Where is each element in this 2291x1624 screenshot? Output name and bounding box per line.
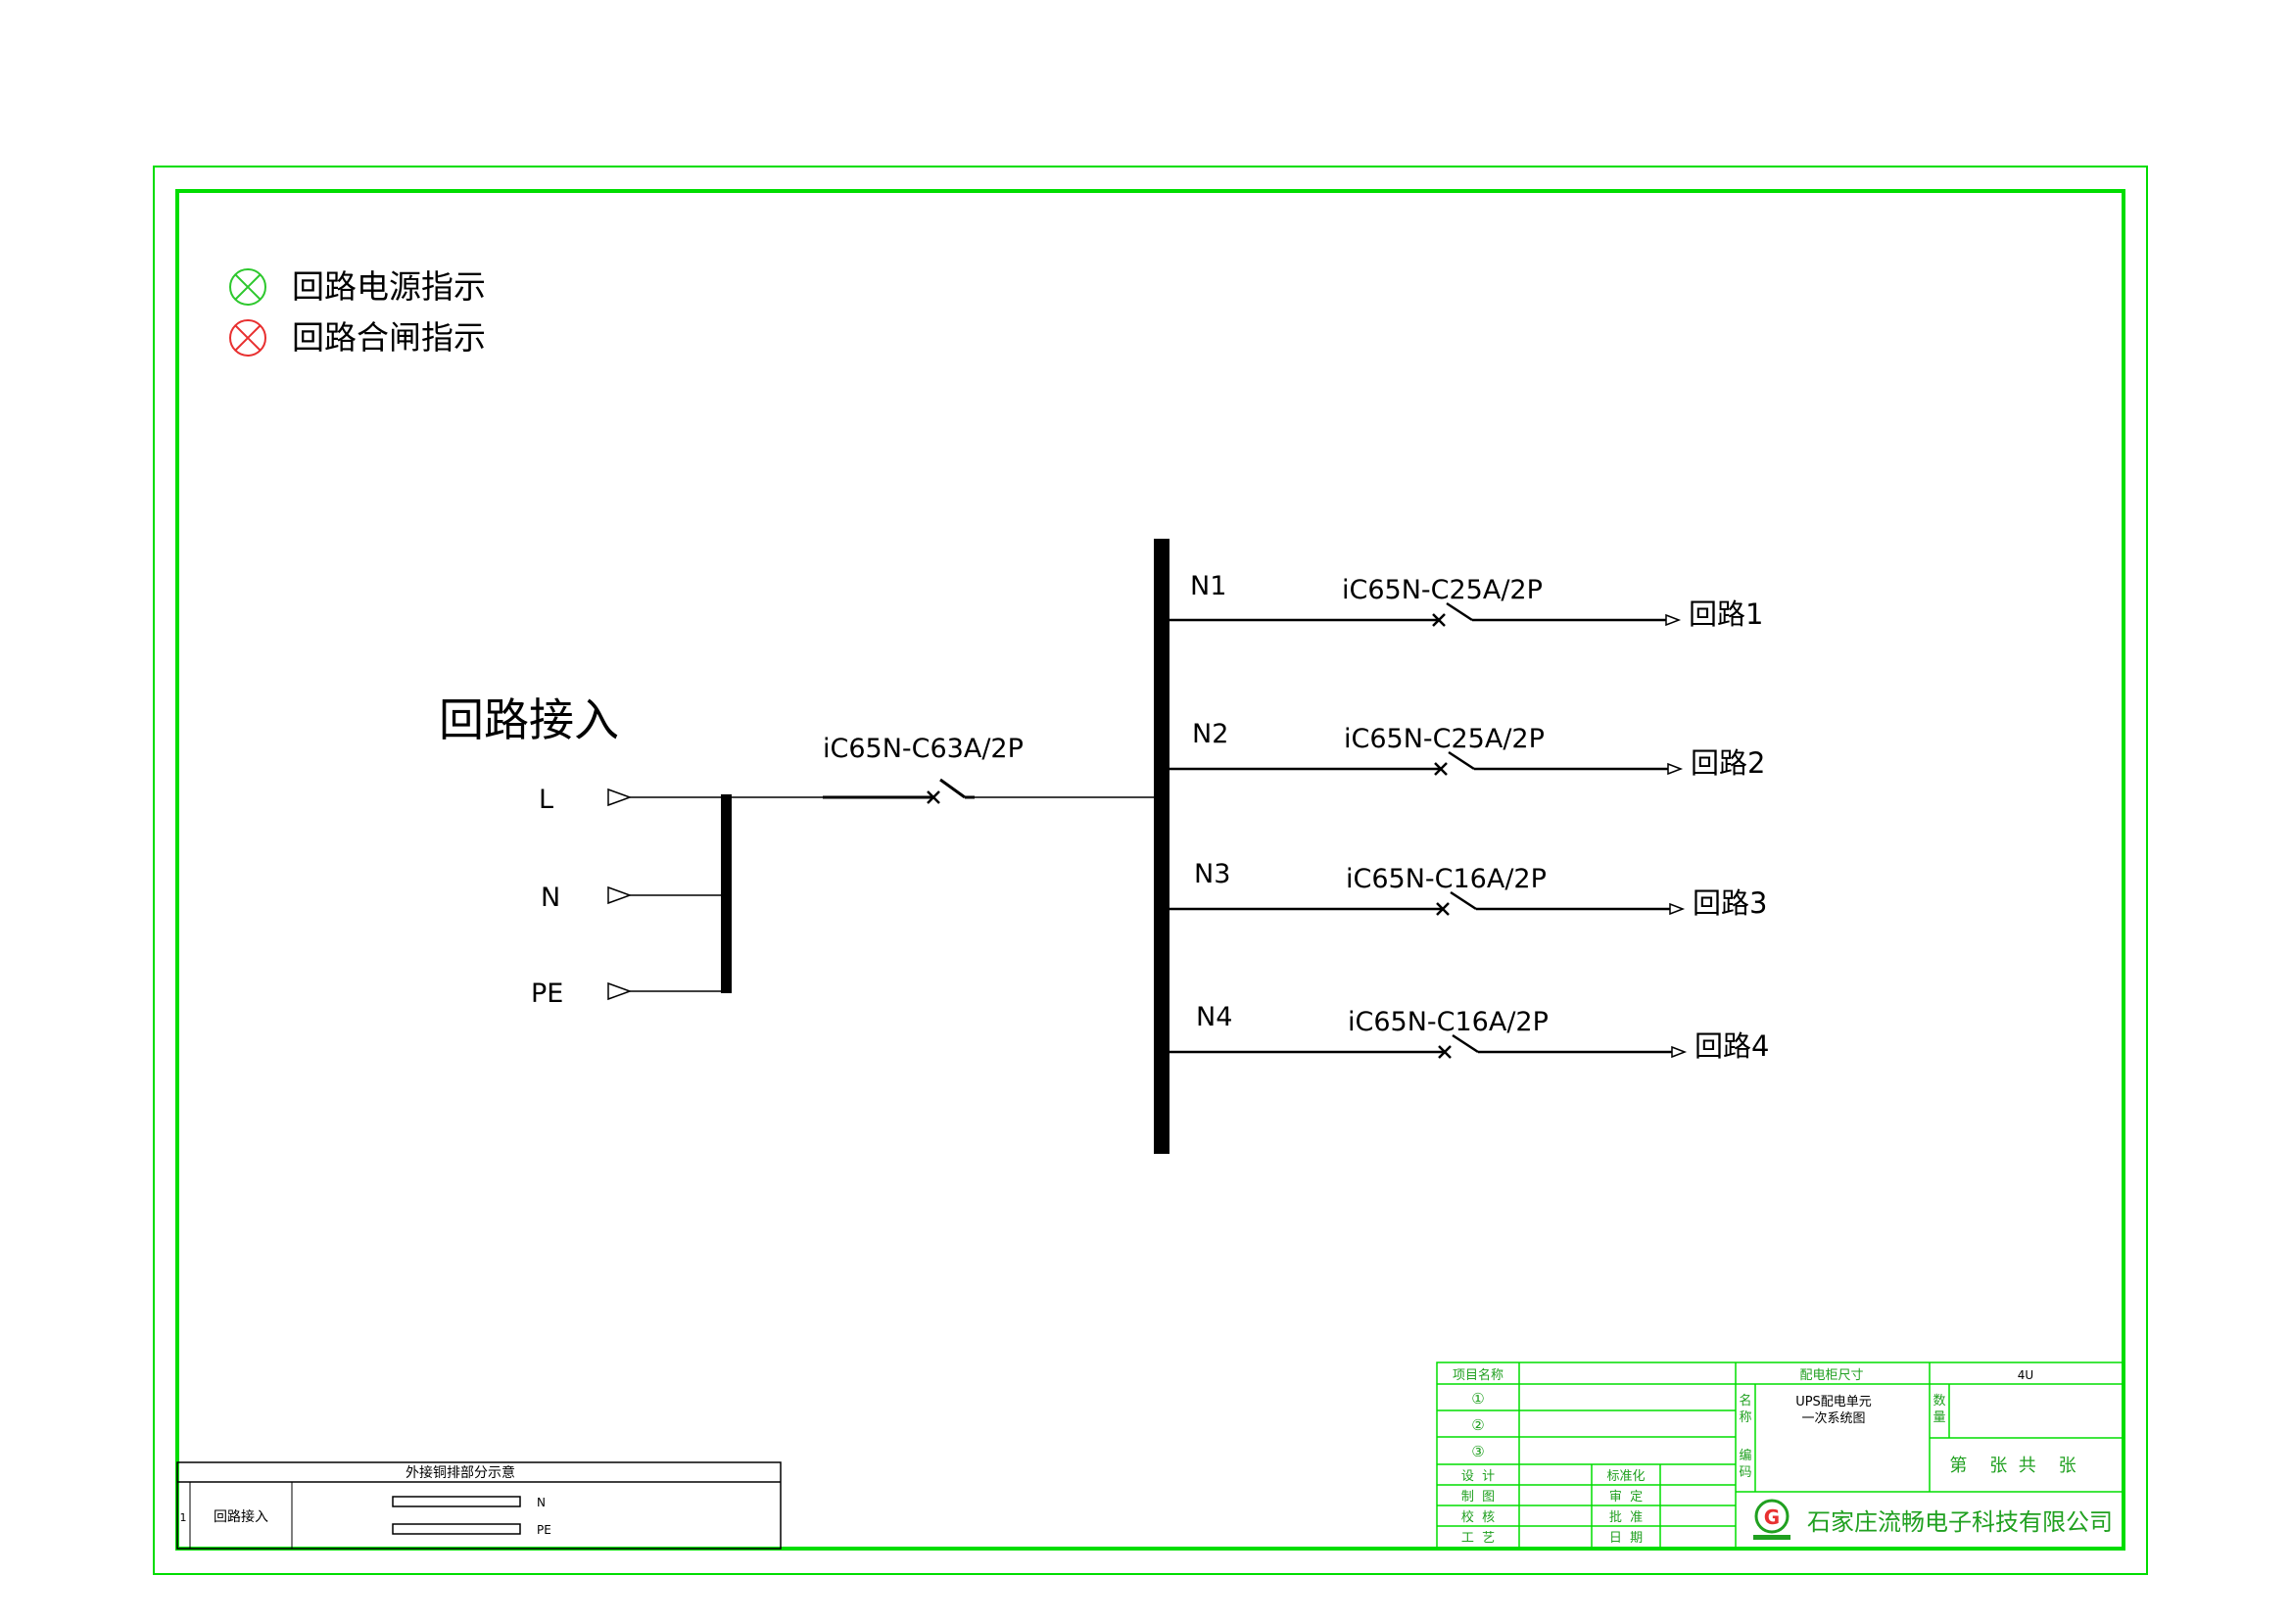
terminal-l-arrow-icon (607, 788, 633, 807)
tb-rev-mark-1: ① (1471, 1390, 1484, 1408)
busbar-n-bar (392, 1496, 521, 1507)
tb-rev-mark-2: ② (1471, 1416, 1484, 1434)
branch-3-breaker-x-icon (1436, 902, 1450, 916)
branch-3-breaker-label: iC65N-C16A/2P (1346, 864, 1547, 894)
branch-3-output-label: 回路3 (1693, 886, 1767, 920)
branch-1-n-label: N1 (1190, 571, 1226, 601)
branch-1: N1 iC65N-C25A/2P 回路1 (1169, 571, 1763, 631)
tb-code-label-1: 编 (1739, 1449, 1751, 1463)
outer-frame (153, 166, 2148, 1575)
terminal-n-label: N (541, 883, 560, 913)
busbar-table-row-name: 回路接入 (214, 1508, 268, 1525)
branch-1-arrow-icon (1665, 613, 1682, 627)
tb-code-label-2: 码 (1739, 1465, 1751, 1480)
branch-2-n-label: N2 (1192, 719, 1228, 749)
main-breaker-x-icon (927, 790, 940, 804)
branch-1-breaker-label: iC65N-C25A/2P (1342, 575, 1543, 605)
distribution-busbar (1154, 539, 1169, 1154)
branch-2-output-label: 回路2 (1691, 746, 1765, 780)
branch-1-output-label: 回路1 (1689, 597, 1763, 631)
tb-role-check: 校 核 (1461, 1509, 1495, 1525)
main-breaker-label: iC65N-C63A/2P (823, 734, 1024, 764)
legend: 回路电源指示 回路合闸指示 (229, 267, 486, 357)
tb-cabinet-size-label: 配电柜尺寸 (1799, 1368, 1863, 1383)
branch-2-arrow-icon (1667, 762, 1684, 776)
tb-role-draw: 制 图 (1461, 1490, 1495, 1505)
tb-project-name-label: 项目名称 (1453, 1367, 1503, 1383)
branch-4-breaker-label: iC65N-C16A/2P (1348, 1007, 1549, 1037)
terminal-n-arrow-icon (607, 885, 633, 905)
busbar-table: 外接铜排部分示意 1 回路接入 N PE (176, 1461, 782, 1550)
tb-name-label-1: 名 (1739, 1393, 1751, 1409)
tb-role-review: 审 定 (1609, 1490, 1643, 1505)
tb-name-label-2: 称 (1739, 1410, 1751, 1425)
branch-2: N2 iC65N-C25A/2P 回路2 (1169, 719, 1765, 780)
branch-4-output-label: 回路4 (1694, 1029, 1769, 1063)
tb-drawing-name-2: 一次系统图 (1801, 1410, 1865, 1426)
main-breaker-blade (939, 778, 966, 799)
red-indicator-icon (229, 319, 266, 357)
green-indicator-icon (229, 268, 266, 306)
busbar-n-label: N (537, 1496, 546, 1509)
legend-closing-label: 回路合闸指示 (292, 318, 486, 357)
tb-cabinet-size-value: 4U (2018, 1368, 2033, 1382)
busbar-pe-bar (392, 1523, 521, 1535)
tb-company-name: 石家庄流畅电子科技有限公司 (1807, 1508, 2113, 1536)
branch-3-arrow-icon (1669, 902, 1686, 916)
terminal-l-label: L (539, 785, 553, 815)
branch-4-breaker-x-icon (1438, 1045, 1452, 1059)
inner-frame (175, 189, 2125, 1551)
tb-role-date: 日 期 (1609, 1531, 1643, 1546)
tb-role-standard: 标准化 (1606, 1469, 1645, 1484)
legend-power-label: 回路电源指示 (292, 267, 486, 306)
terminal-pe-arrow-icon (607, 981, 633, 1001)
branch-2-breaker-x-icon (1434, 762, 1448, 776)
branch-3-n-label: N3 (1194, 859, 1230, 889)
branch-4-arrow-icon (1671, 1045, 1688, 1059)
branch-1-breaker-x-icon (1432, 613, 1446, 627)
company-logo-letter: G (1764, 1505, 1780, 1529)
branch-4: N4 iC65N-C16A/2P 回路4 (1169, 1002, 1769, 1063)
tb-sheet-info: 第 张 共 张 (1949, 1456, 2076, 1476)
tb-role-design: 设 计 (1461, 1469, 1495, 1484)
tb-drawing-name-1: UPS配电单元 (1795, 1395, 1872, 1409)
tb-role-process: 工 艺 (1461, 1531, 1495, 1546)
branch-3: N3 iC65N-C16A/2P 回路3 (1169, 859, 1767, 920)
title-block-text: 项目名称 配电柜尺寸 4U ① ② ③ 名 称 UPS配电单元 一次系统图 数 … (1453, 1367, 2113, 1546)
tb-qty-label-2: 量 (1933, 1410, 1945, 1425)
busbar-table-title: 外接铜排部分示意 (406, 1464, 515, 1481)
tb-qty-label-1: 数 (1933, 1394, 1945, 1409)
terminal-pe-label: PE (531, 979, 563, 1009)
branch-4-n-label: N4 (1196, 1002, 1232, 1032)
incoming-busbar (721, 794, 732, 993)
busbar-pe-label: PE (537, 1523, 551, 1537)
tb-rev-mark-3: ③ (1471, 1443, 1484, 1460)
title-block (1436, 1361, 2124, 1550)
busbar-table-row-no: 1 (180, 1511, 187, 1524)
incoming-title: 回路接入 (439, 693, 619, 746)
company-logo-icon: G (1753, 1499, 1790, 1540)
branch-2-breaker-label: iC65N-C25A/2P (1344, 724, 1545, 754)
tb-role-approve: 批 准 (1609, 1510, 1643, 1525)
